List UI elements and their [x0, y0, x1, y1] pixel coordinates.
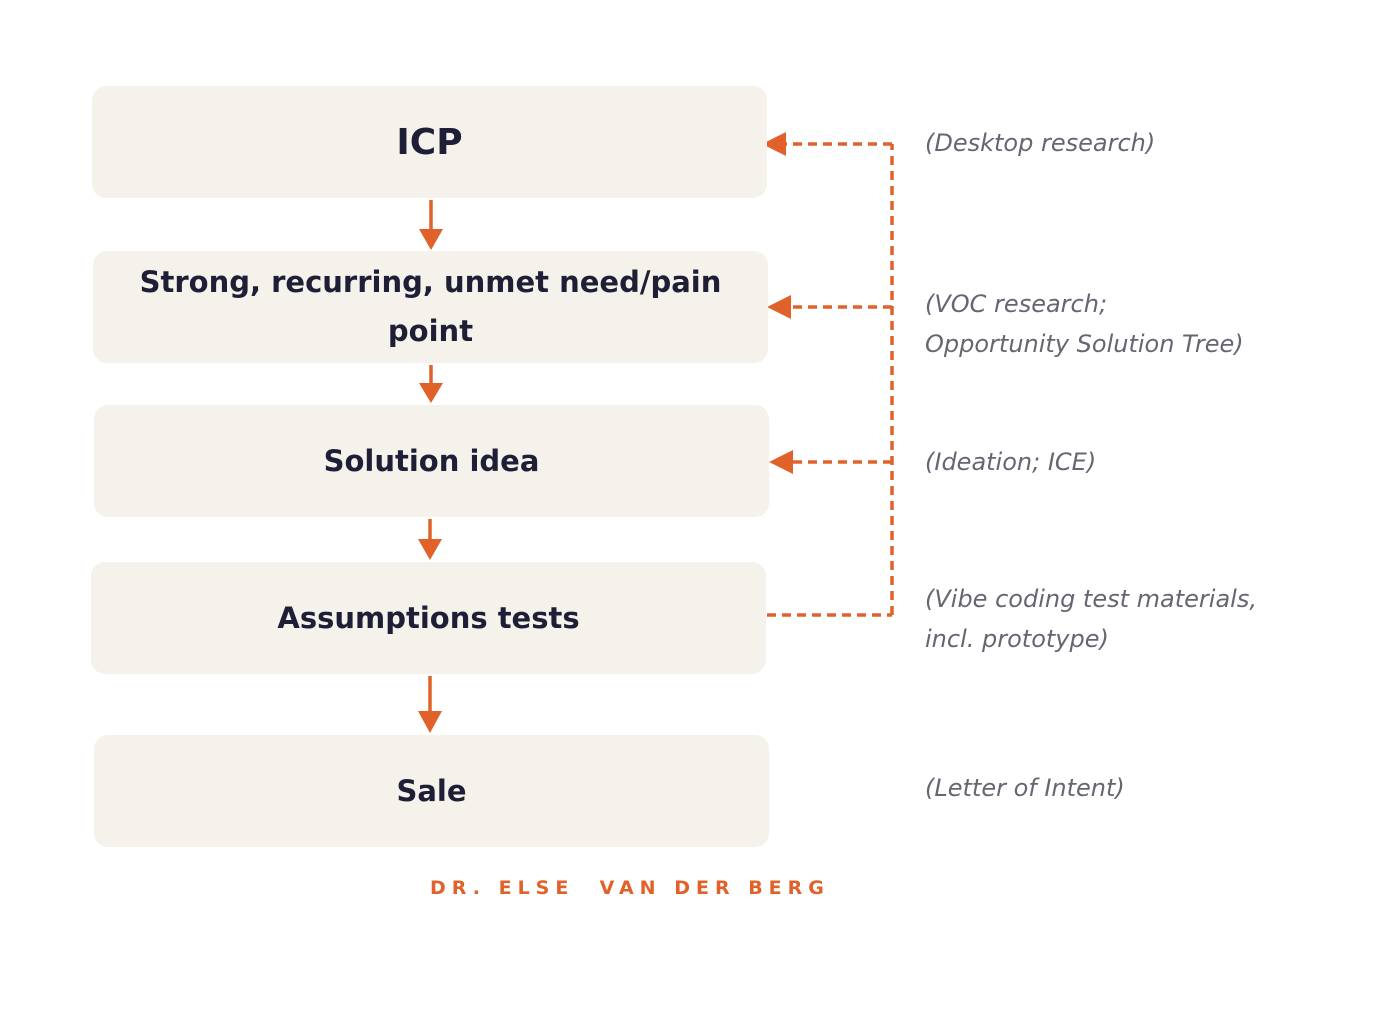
step-label: Strong, recurring, unmet need/pain point [139, 265, 722, 348]
step-need-pain-point: Strong, recurring, unmet need/pain point [93, 251, 768, 363]
feedback-arrowhead-icp [762, 132, 786, 156]
note-line: (Ideation; ICE) [925, 448, 1097, 476]
note-line: (Desktop research) [925, 129, 1156, 157]
note-vibe-coding: (Vibe coding test materials, incl. proto… [925, 579, 1365, 659]
flow-arrow-3 [418, 676, 442, 733]
note-line: incl. prototype) [925, 625, 1109, 653]
flow-arrow-1 [419, 365, 443, 403]
step-solution-idea: Solution idea [94, 405, 769, 517]
feedback-arrowhead-solution [769, 450, 793, 474]
note-line: Opportunity Solution Tree) [925, 330, 1244, 358]
step-label: ICP [396, 121, 463, 163]
feedback-loop [767, 142, 894, 617]
step-label: Solution idea [323, 443, 540, 478]
feedback-arrowhead-need [767, 295, 791, 319]
note-desktop-research: (Desktop research) [925, 123, 1365, 163]
flow-arrow-0 [419, 200, 443, 250]
author-credit: DR. ELSE VAN DER BERG [430, 877, 830, 899]
note-line: (VOC research; [925, 290, 1108, 318]
note-line: (Vibe coding test materials, [925, 585, 1257, 613]
flow-arrow-2 [418, 519, 442, 560]
step-label: Sale [396, 773, 467, 808]
note-ideation: (Ideation; ICE) [925, 442, 1365, 482]
step-sale: Sale [94, 735, 769, 847]
note-voc-research: (VOC research; Opportunity Solution Tree… [925, 284, 1365, 364]
step-icp: ICP [92, 86, 767, 198]
step-assumptions-tests: Assumptions tests [91, 562, 766, 674]
step-label: Assumptions tests [277, 600, 580, 635]
note-letter-of-intent: (Letter of Intent) [925, 768, 1365, 808]
note-line: (Letter of Intent) [925, 774, 1125, 802]
